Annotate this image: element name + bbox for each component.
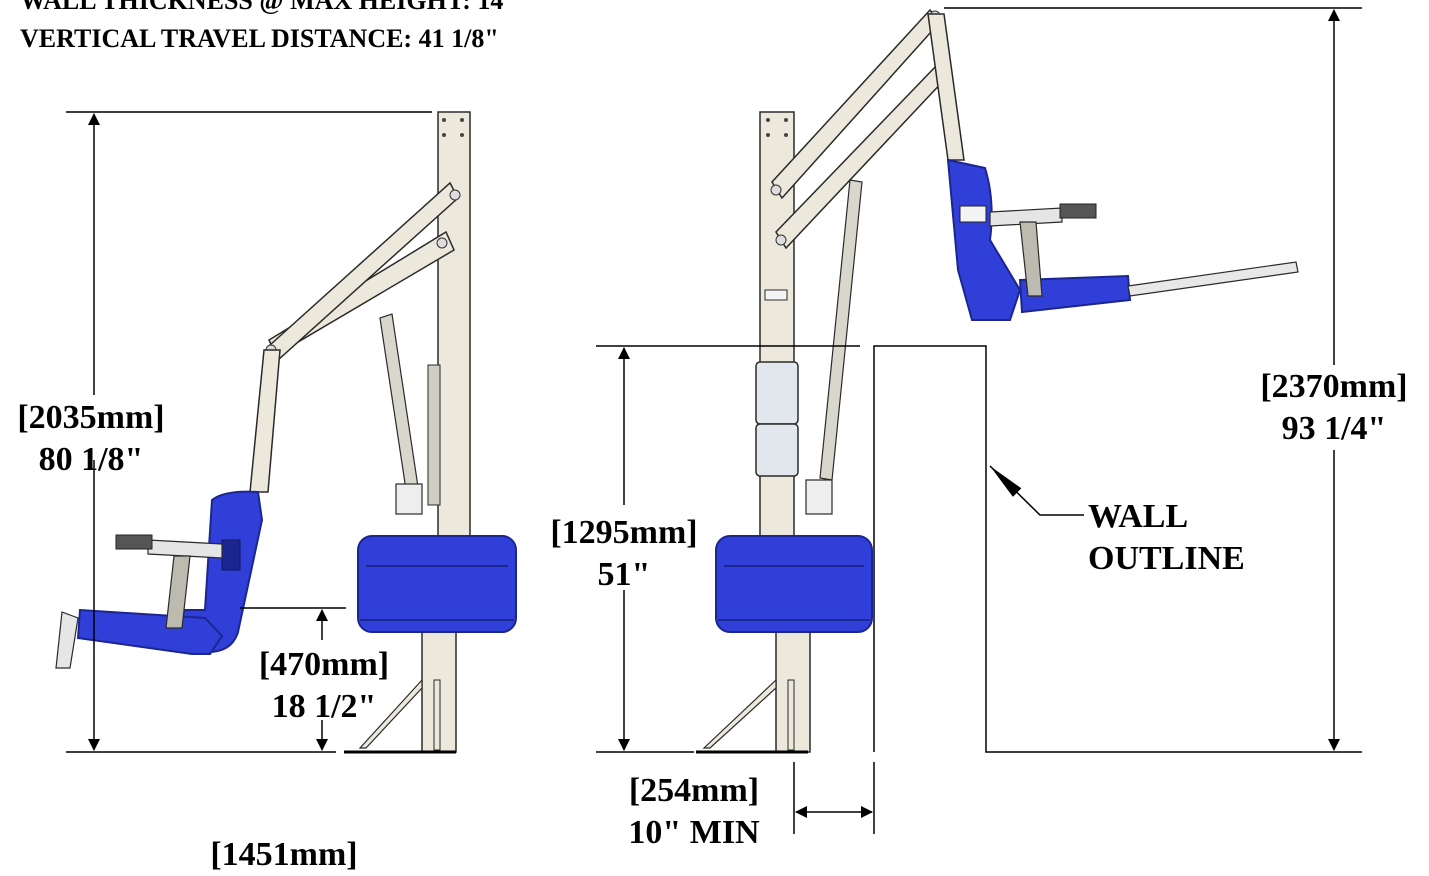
dimension-lines [66, 7, 1362, 834]
vertical-travel-text: VERTICAL TRAVEL DISTANCE: 41 1/8" [20, 24, 499, 53]
dim-wall-gap-label: [254mm] 10" MIN [628, 772, 760, 851]
spec-header: WALL THICKNESS @ MAX HEIGHT: 14" VERTICA… [20, 0, 518, 58]
wall-outline-callout: WALL OUTLINE [1088, 498, 1245, 577]
left-mast [437, 111, 471, 563]
left-counterweight [357, 535, 517, 633]
wall-thickness-text: WALL THICKNESS @ MAX HEIGHT: 14" [20, 0, 518, 15]
right-seat-base [1018, 274, 1132, 314]
wall-outline [873, 345, 1362, 753]
lift-right-raised [696, 8, 1299, 754]
lift-left-lowered [55, 111, 517, 754]
left-base-pole [421, 629, 457, 753]
control-box-lower [755, 423, 799, 477]
dim-right-height-label: [2370mm] 93 1/4" [1260, 368, 1408, 447]
left-seat-base [76, 608, 224, 655]
right-seat-back [946, 158, 1022, 321]
dim-bottom-cut-label: [1451mm] [210, 836, 358, 873]
lift-elevation-drawing [55, 7, 1362, 834]
dim-left-height-label: [2035mm] 80 1/8" [17, 399, 165, 478]
dim-middle-height-label: [1295mm] 51" [550, 514, 698, 593]
right-counterweight [715, 535, 873, 633]
dim-left-seat-label: [470mm] 18 1/2" [258, 646, 390, 725]
control-box-upper [755, 361, 799, 425]
